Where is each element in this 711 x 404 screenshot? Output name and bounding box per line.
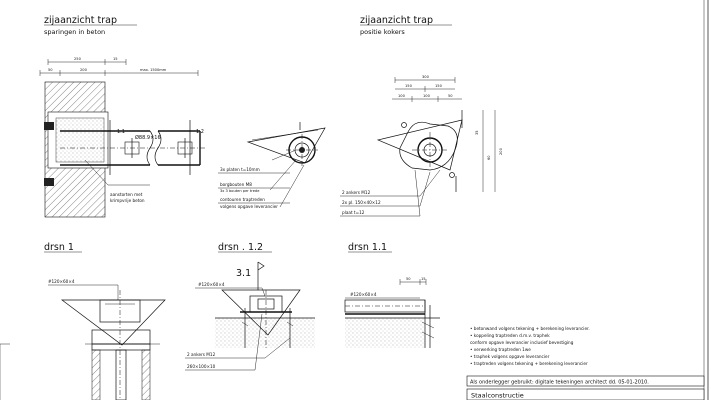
title-block: Als onderlegger gebruikt: digitale teken… [466, 375, 705, 401]
view-title: zijaanzicht trap [44, 15, 117, 26]
note-aanstorten: krimpvrije beton [110, 198, 145, 203]
section-drsn-1: drsn 1 #120×60×4 [44, 242, 166, 401]
view-subtitle: sparingen in beton [44, 28, 105, 36]
view-subtitle: positie kokers [360, 28, 405, 36]
dim-label: 200 [499, 147, 503, 155]
view-title: zijaanzicht trap [360, 15, 433, 26]
section-title: drsn 1.1 [348, 242, 387, 253]
dim-label: 60 [487, 155, 491, 160]
dim-label: 250 [74, 57, 82, 61]
dim-label: 150 [435, 84, 443, 88]
steel-tube [60, 130, 205, 166]
dimension-chain-right: 300 150 150 100 100 50 35 60 200 [392, 75, 503, 192]
note-contour: contouren traptreden [220, 197, 265, 202]
note-item: • betonwand volgens tekening + berekenin… [470, 326, 590, 331]
dim-label: 150 [405, 84, 413, 88]
note-plate: 260×100×10 [187, 364, 216, 369]
dimension-chain-left: 250 15 50 200 max. 1500mm [39, 57, 199, 76]
note-ankers: 2 ankers M12 [342, 190, 371, 195]
anchor-plate [44, 178, 54, 186]
section-marker-1-2: 1.2 [189, 120, 204, 175]
section-label: 1.2 [196, 129, 204, 135]
dim-label: 300 [422, 75, 430, 79]
tube-size-label: #120×60×4 [48, 279, 75, 284]
note-plate: plaat t=12 [342, 210, 365, 215]
dim-label: 15 [113, 57, 118, 61]
dim-label: 15 [421, 277, 426, 281]
dim-label: 50 [406, 277, 411, 281]
anchor-plate [44, 122, 54, 130]
section-title: drsn . 1.2 [218, 242, 263, 253]
note-bouten: borgbouten M8 [220, 182, 252, 187]
note-item: • verwerking traptreden 1we [470, 347, 531, 352]
tube-size-label: #120×60×4 [198, 282, 225, 287]
note-platen: 3x platen t=10mm [220, 167, 260, 172]
section-drsn-1-1: drsn 1.1 50 15 #120×60×4 [344, 242, 440, 348]
note-item: • koppeling traptreden d.m.v. traphek [470, 333, 550, 338]
section-drsn-1-2: drsn . 1.2 3.1 #120×60×4 2 ankers M12 26… [185, 242, 315, 371]
note-bouten-sub: 3x 3 bouten per trede [220, 189, 260, 193]
note-aanstorten: aanstorten met [110, 192, 143, 197]
dim-label: 50 [48, 68, 53, 72]
dim-label: 100 [423, 94, 431, 98]
section-title: drsn 1 [44, 242, 74, 253]
view-side-recesses: zijaanzicht trap sparingen in beton 250 … [39, 15, 205, 218]
note-item: • traphek volgens opgave leverancier [470, 354, 550, 359]
view-side-tubes: zijaanzicht trap positie kokers 300 150 … [340, 15, 503, 217]
dim-label: 50 [448, 94, 453, 98]
note-plates: 2x pl. 150×40×12 [342, 200, 381, 205]
disclaimer-text: Als onderlegger gebruikt: digitale teken… [470, 380, 649, 386]
note-contour: volgens opgave leverancier [220, 204, 278, 209]
title-block-text: Staalconstructie [471, 392, 524, 400]
dim-label: 35 [475, 130, 479, 135]
dim-label: max. 1500mm [140, 68, 167, 72]
tube-label: Ø88.9×16 [135, 134, 161, 141]
section-marker-1-1: 1.1 [109, 120, 125, 175]
dim-label: 200 [80, 68, 88, 72]
note-ankers: 2 ankers M12 [187, 352, 216, 357]
note-item: conform opgave leverancier inclusief bev… [470, 340, 574, 345]
section-label: 1.1 [117, 129, 125, 135]
note-item: • traptreden volgens tekening + berekeni… [470, 361, 588, 366]
dim-label: 100 [398, 94, 406, 98]
tread-section-detail: 3x platen t=10mm borgbouten M8 3x 3 bout… [218, 122, 326, 209]
grout-fill [55, 117, 105, 163]
general-notes: • betonwand volgens tekening + berekenin… [470, 326, 590, 366]
section-marker-label: 3.1 [236, 268, 251, 279]
tube-size-label: #120×60×4 [350, 292, 377, 297]
disclaimer-box [466, 375, 705, 387]
leader-line [84, 159, 109, 186]
